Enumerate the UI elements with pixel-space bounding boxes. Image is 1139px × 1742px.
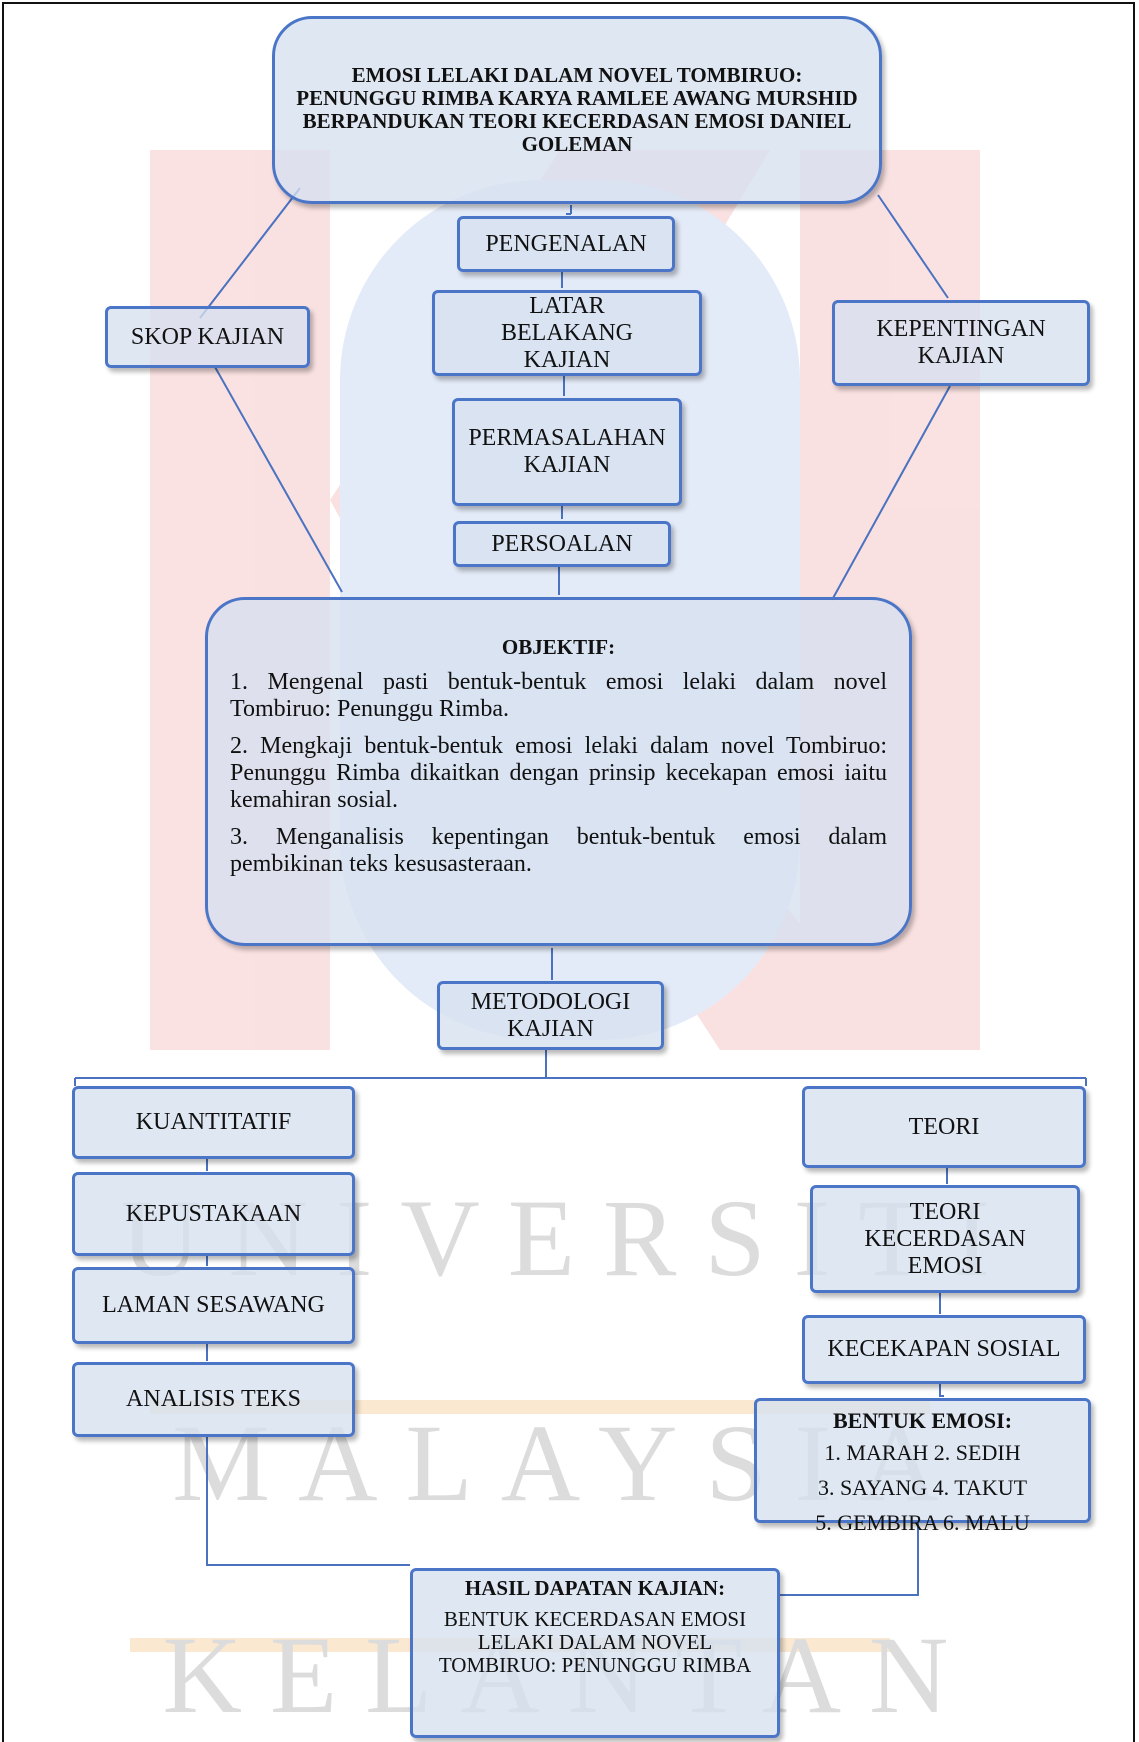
kecekapan-sosial-label: KECEKAPAN SOSIAL: [827, 1336, 1061, 1362]
connector-title-kepentingan: [877, 194, 949, 299]
connector-kepentingan-objektif: [831, 385, 951, 601]
objektif-item-2: 2. Mengkaji bentuk-bentuk emosi lelaki d…: [230, 733, 887, 813]
kepustakaan-box: KEPUSTAKAAN: [72, 1172, 355, 1256]
title-text: EMOSI LELAKI DALAM NOVEL TOMBIRUO: PENUN…: [296, 63, 858, 156]
objektif-item-3: 3. Menganalisis kepentingan bentuk-bentu…: [230, 824, 887, 877]
kepentingan-box: KEPENTINGAN KAJIAN: [832, 300, 1090, 386]
persoalan-label: PERSOALAN: [491, 530, 633, 557]
title-box: EMOSI LELAKI DALAM NOVEL TOMBIRUO: PENUN…: [272, 16, 882, 204]
bentuk-emosi-row-1: 1. MARAH 2. SEDIH: [824, 1440, 1021, 1465]
teori-kecerdasan-box: TEORI KECERDASAN EMOSI: [810, 1185, 1080, 1293]
teori-box: TEORI: [802, 1086, 1086, 1168]
persoalan-box: PERSOALAN: [453, 521, 671, 567]
connector-title-pengenalan: [566, 205, 572, 215]
pengenalan-box: PENGENALAN: [457, 216, 675, 272]
kepentingan-label: KEPENTINGAN KAJIAN: [876, 316, 1046, 369]
laman-sesawang-label: LAMAN SESAWANG: [102, 1292, 325, 1318]
teori-kecerdasan-label: TEORI KECERDASAN EMOSI: [864, 1198, 1026, 1279]
bentuk-emosi-row-2: 3. SAYANG 4. TAKUT: [817, 1475, 1028, 1500]
connector-kecekapan-bentuk: [939, 1384, 944, 1397]
bentuk-emosi-heading: BENTUK EMOSI:: [832, 1408, 1013, 1433]
connector-skop-objektif: [214, 366, 343, 593]
analisis-teks-box: ANALISIS TEKS: [72, 1362, 355, 1437]
hasil-box: HASIL DAPATAN KAJIAN: BENTUK KECERDASAN …: [410, 1568, 780, 1738]
objektif-heading: OBJEKTIF:: [501, 635, 616, 659]
latar-belakang-box: LATAR BELAKANG KAJIAN: [432, 290, 702, 376]
pengenalan-label: PENGENALAN: [485, 230, 647, 257]
skop-box: SKOP KAJIAN: [105, 306, 310, 368]
hasil-body: BENTUK KECERDASAN EMOSI LELAKI DALAM NOV…: [438, 1607, 752, 1677]
kecekapan-sosial-box: KECEKAPAN SOSIAL: [802, 1315, 1086, 1384]
latar-belakang-label: LATAR BELAKANG KAJIAN: [501, 292, 633, 373]
bentuk-emosi-box: BENTUK EMOSI: 1. MARAH 2. SEDIH 3. SAYAN…: [754, 1398, 1091, 1535]
laman-sesawang-box: LAMAN SESAWANG: [72, 1267, 355, 1344]
connector-bentuk-hasil: [780, 1523, 919, 1596]
bentuk-emosi-row-3: 5. GEMBIRA 6. MALU: [815, 1510, 1030, 1535]
kuantitatif-label: KUANTITATIF: [135, 1109, 292, 1135]
skop-label: SKOP KAJIAN: [130, 323, 285, 350]
permasalahan-box: PERMASALAHAN KAJIAN: [452, 398, 682, 506]
metodologi-label: METODOLOGI KAJIAN: [470, 988, 631, 1042]
objektif-box: OBJEKTIF: 1. Mengenal pasti bentuk-bentu…: [205, 597, 912, 946]
kuantitatif-box: KUANTITATIF: [72, 1086, 355, 1159]
teori-label: TEORI: [908, 1113, 980, 1140]
hasil-heading: HASIL DAPATAN KAJIAN:: [464, 1576, 726, 1600]
kepustakaan-label: KEPUSTAKAAN: [125, 1200, 302, 1227]
permasalahan-label: PERMASALAHAN KAJIAN: [468, 425, 666, 478]
metodologi-box: METODOLOGI KAJIAN: [437, 981, 664, 1050]
connector-analisis-hasil: [206, 1437, 410, 1566]
connector-title-skop: [199, 187, 301, 319]
analisis-teks-label: ANALISIS TEKS: [126, 1386, 301, 1412]
objektif-item-1: 1. Mengenal pasti bentuk-bentuk emosi le…: [230, 669, 887, 722]
